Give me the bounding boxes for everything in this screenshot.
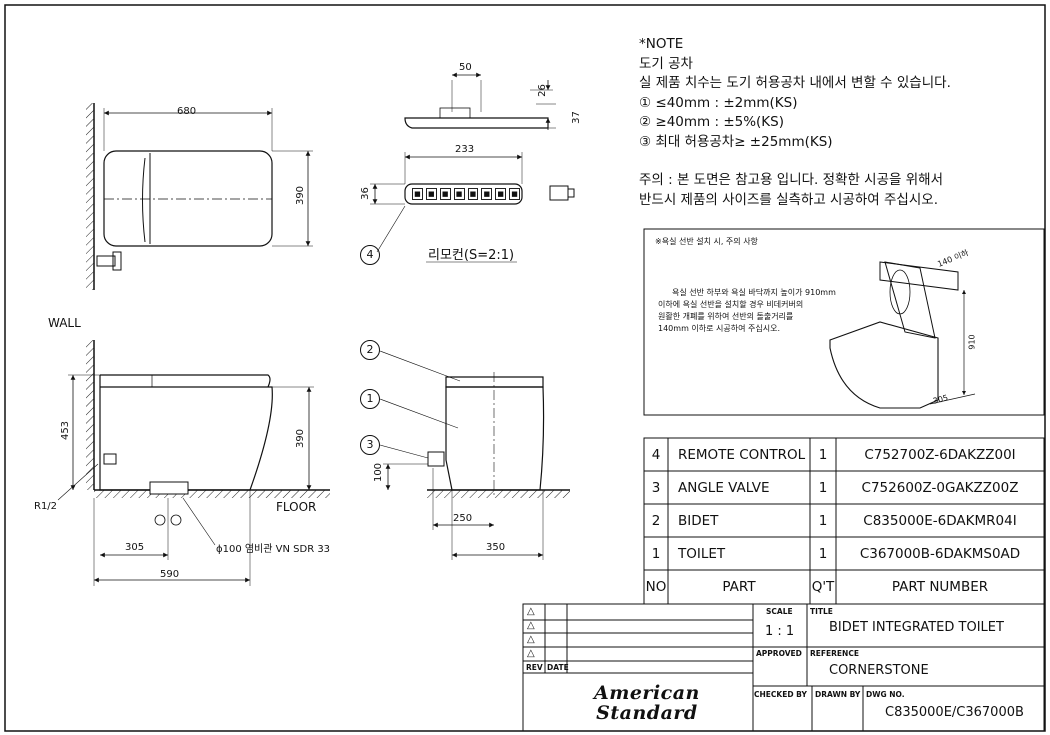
part-qty: 1 xyxy=(818,479,828,496)
dim-remote-width: 50 xyxy=(459,62,472,73)
rev-mark: △ xyxy=(527,620,535,631)
inset-dim-height: 910 xyxy=(967,334,977,350)
dim-valve-height: 100 xyxy=(373,462,385,483)
title-label: TITLE xyxy=(810,607,833,616)
remote-button-icon: ■ xyxy=(453,188,465,200)
callout-4: 4 xyxy=(360,245,380,265)
drain-pipe-label: ϕ100 염비관 VN SDR 33 xyxy=(216,544,331,555)
part-number: C835000E-6DAKMR04I xyxy=(863,512,1017,529)
rev-mark: △ xyxy=(527,606,535,617)
remote-button-icon: ■ xyxy=(467,188,479,200)
callout-3: 3 xyxy=(360,435,380,455)
rev-mark: △ xyxy=(527,648,535,659)
remote-button-icon: ■ xyxy=(495,188,507,200)
note-block: *NOTE 도기 공차 실 제품 치수는 도기 허용공차 내에서 변할 수 있습… xyxy=(639,35,951,210)
dim-seat-height: 390 xyxy=(295,428,307,449)
dim-remote-length: 233 xyxy=(455,144,475,155)
header-no: NO xyxy=(645,579,667,595)
dim-total-depth: 590 xyxy=(160,569,180,580)
callout-1: 1 xyxy=(360,389,380,409)
dim-wall-offset: 305 xyxy=(125,542,145,553)
dim-remote-depth: 37 xyxy=(570,111,582,124)
dim-250: 250 xyxy=(453,513,473,524)
logo-line: Standard xyxy=(596,702,698,724)
remote-control-buttons: ■ ■ ■ ■ ■ ■ ■ ■ xyxy=(412,188,520,200)
note-spacer xyxy=(639,152,951,171)
header-part-number: PART NUMBER xyxy=(891,579,989,595)
inset-line: 욕실 선반 하부와 욕실 바닥까지 높이가 910mm xyxy=(672,288,836,297)
inset-line: 140mm 이하로 시공하여 주십시오. xyxy=(658,324,780,333)
dim-top-width: 680 xyxy=(177,106,197,117)
inset-title: ※욕실 선반 설치 시, 주의 사항 xyxy=(655,237,758,246)
part-no: 4 xyxy=(651,446,661,463)
note-line: ② ≥40mm : ±5%(KS) xyxy=(639,114,784,130)
note-line: ③ 최대 허용공차≥ ±25mm(KS) xyxy=(639,133,833,150)
note-line: ① ≤40mm : ±2mm(KS) xyxy=(639,94,798,111)
remote-button-icon: ■ xyxy=(425,188,437,200)
part-qty: 1 xyxy=(818,446,828,463)
approved-label: APPROVED xyxy=(756,649,802,658)
dim-side-height: 453 xyxy=(60,420,72,441)
drawn-label: DRAWN BY xyxy=(815,690,861,699)
top-view xyxy=(86,103,313,290)
part-name: ANGLE VALVE xyxy=(678,479,770,496)
side-view xyxy=(57,340,330,586)
part-name: REMOTE CONTROL xyxy=(678,446,806,463)
remote-button-icon: ■ xyxy=(439,188,451,200)
logo-line: American xyxy=(594,682,700,704)
front-view xyxy=(379,350,570,560)
rev-label: REV xyxy=(526,663,543,672)
part-no: 2 xyxy=(651,512,661,529)
header-qty: Q'T xyxy=(811,579,835,595)
part-no: 1 xyxy=(651,545,661,562)
part-no: 3 xyxy=(651,479,661,496)
part-qty: 1 xyxy=(818,512,828,529)
inset-line: 이하에 욕실 선반을 설치할 경우 비데커버의 xyxy=(658,300,804,309)
callout-2: 2 xyxy=(360,340,380,360)
inset-frame xyxy=(643,228,1045,416)
remote-caption: 리모컨(S=2:1) xyxy=(428,248,515,263)
floor-label: FLOOR xyxy=(276,500,317,514)
reference-value: CORNERSTONE xyxy=(829,663,929,678)
inset-toilet-sketch xyxy=(829,261,976,409)
title-value: BIDET INTEGRATED TOILET xyxy=(829,620,1004,635)
remote-button-icon: ■ xyxy=(412,188,423,200)
date-label: DATE xyxy=(547,663,569,672)
inset-body: 욕실 선반 하부와 욕실 바닥까지 높이가 910mm 이하에 욕실 선반을 설… xyxy=(658,287,836,335)
part-number: C752700Z-6DAKZZ00I xyxy=(864,446,1016,463)
dim-remote-height: 36 xyxy=(359,187,371,200)
note-line: 실 제품 치수는 도기 허용공차 내에서 변할 수 있습니다. xyxy=(639,75,951,91)
reference-label: REFERENCE xyxy=(810,649,859,658)
header-part: PART xyxy=(722,579,756,595)
dwg-value: C835000E/C367000B xyxy=(885,705,1024,720)
warning-line: 주의 : 본 도면은 참고용 입니다. 정확한 시공을 위해서 xyxy=(639,172,943,188)
part-name: TOILET xyxy=(678,545,726,562)
note-line: *NOTE xyxy=(639,36,684,52)
pipe-size-label: R1/2 xyxy=(34,501,58,512)
rev-mark: △ xyxy=(527,634,535,645)
dwg-label: DWG NO. xyxy=(866,690,905,699)
part-number: C752600Z-0GAKZZ00Z xyxy=(861,479,1019,496)
scale-label: SCALE xyxy=(766,607,793,616)
remote-button-icon: ■ xyxy=(509,188,520,200)
dim-remote-gap: 26 xyxy=(536,84,548,97)
dim-top-depth: 390 xyxy=(295,185,307,206)
scale-value: 1 : 1 xyxy=(765,624,795,639)
remote-button-icon: ■ xyxy=(481,188,493,200)
checked-label: CHECKED BY xyxy=(754,690,807,699)
part-qty: 1 xyxy=(818,545,828,562)
title-block-grid xyxy=(522,603,1045,732)
wall-label: WALL xyxy=(48,316,81,330)
part-number: C367000B-6DAKMS0AD xyxy=(859,545,1021,562)
inset-line: 원활한 개폐를 위하여 선반의 돌출거리를 xyxy=(658,312,794,321)
parts-table-grid xyxy=(643,437,1045,605)
note-line: 도기 공차 xyxy=(639,55,693,72)
part-name: BIDET xyxy=(678,512,719,529)
remote-views xyxy=(370,72,575,263)
dim-350: 350 xyxy=(486,542,506,553)
american-standard-logo: American Standard xyxy=(594,683,700,723)
warning-line: 반드시 제품의 사이즈를 실측하고 시공하여 주십시오. xyxy=(639,191,938,208)
